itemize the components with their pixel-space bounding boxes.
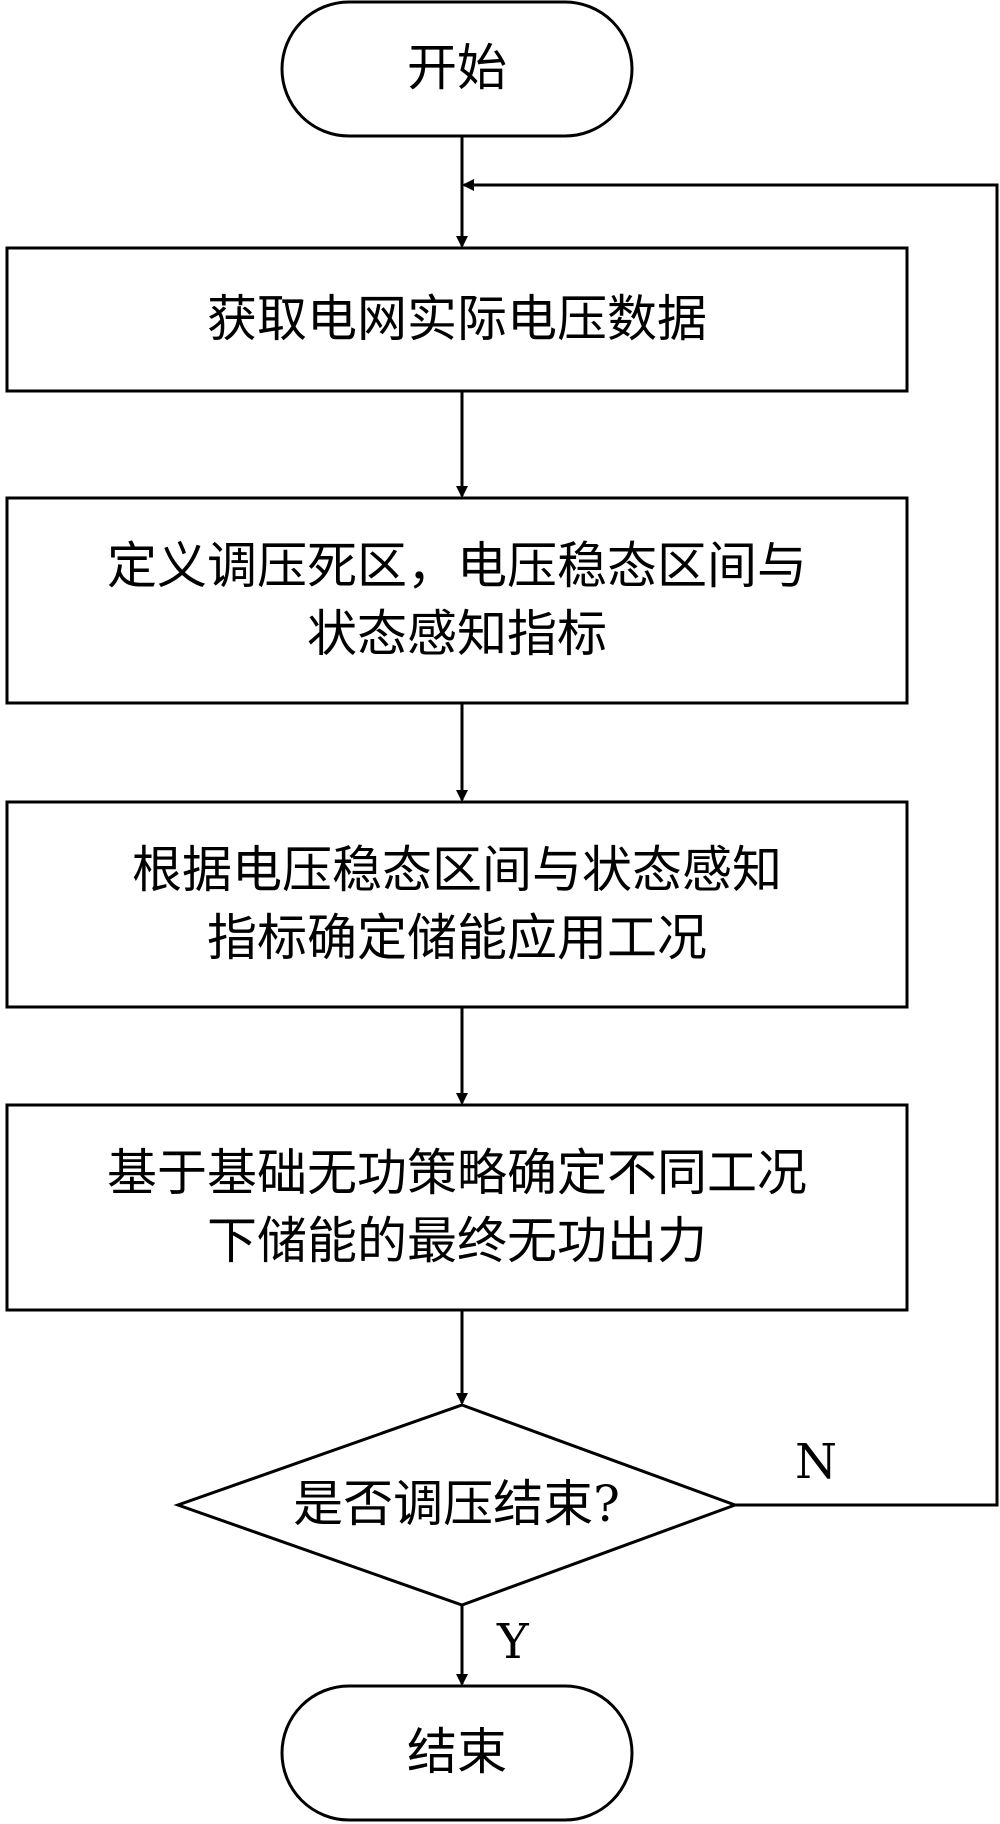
start-terminator <box>280 0 634 138</box>
decision-diamond <box>173 1403 740 1607</box>
process-box-3 <box>5 800 909 1009</box>
edge-label-no: N <box>795 1434 837 1490</box>
edge-label-yes: Y <box>497 1614 529 1670</box>
loop-back-line <box>462 179 999 1507</box>
process-box-1 <box>5 246 909 393</box>
process-box-2 <box>5 496 909 705</box>
end-terminator <box>280 1684 634 1822</box>
process-box-4 <box>5 1103 909 1312</box>
